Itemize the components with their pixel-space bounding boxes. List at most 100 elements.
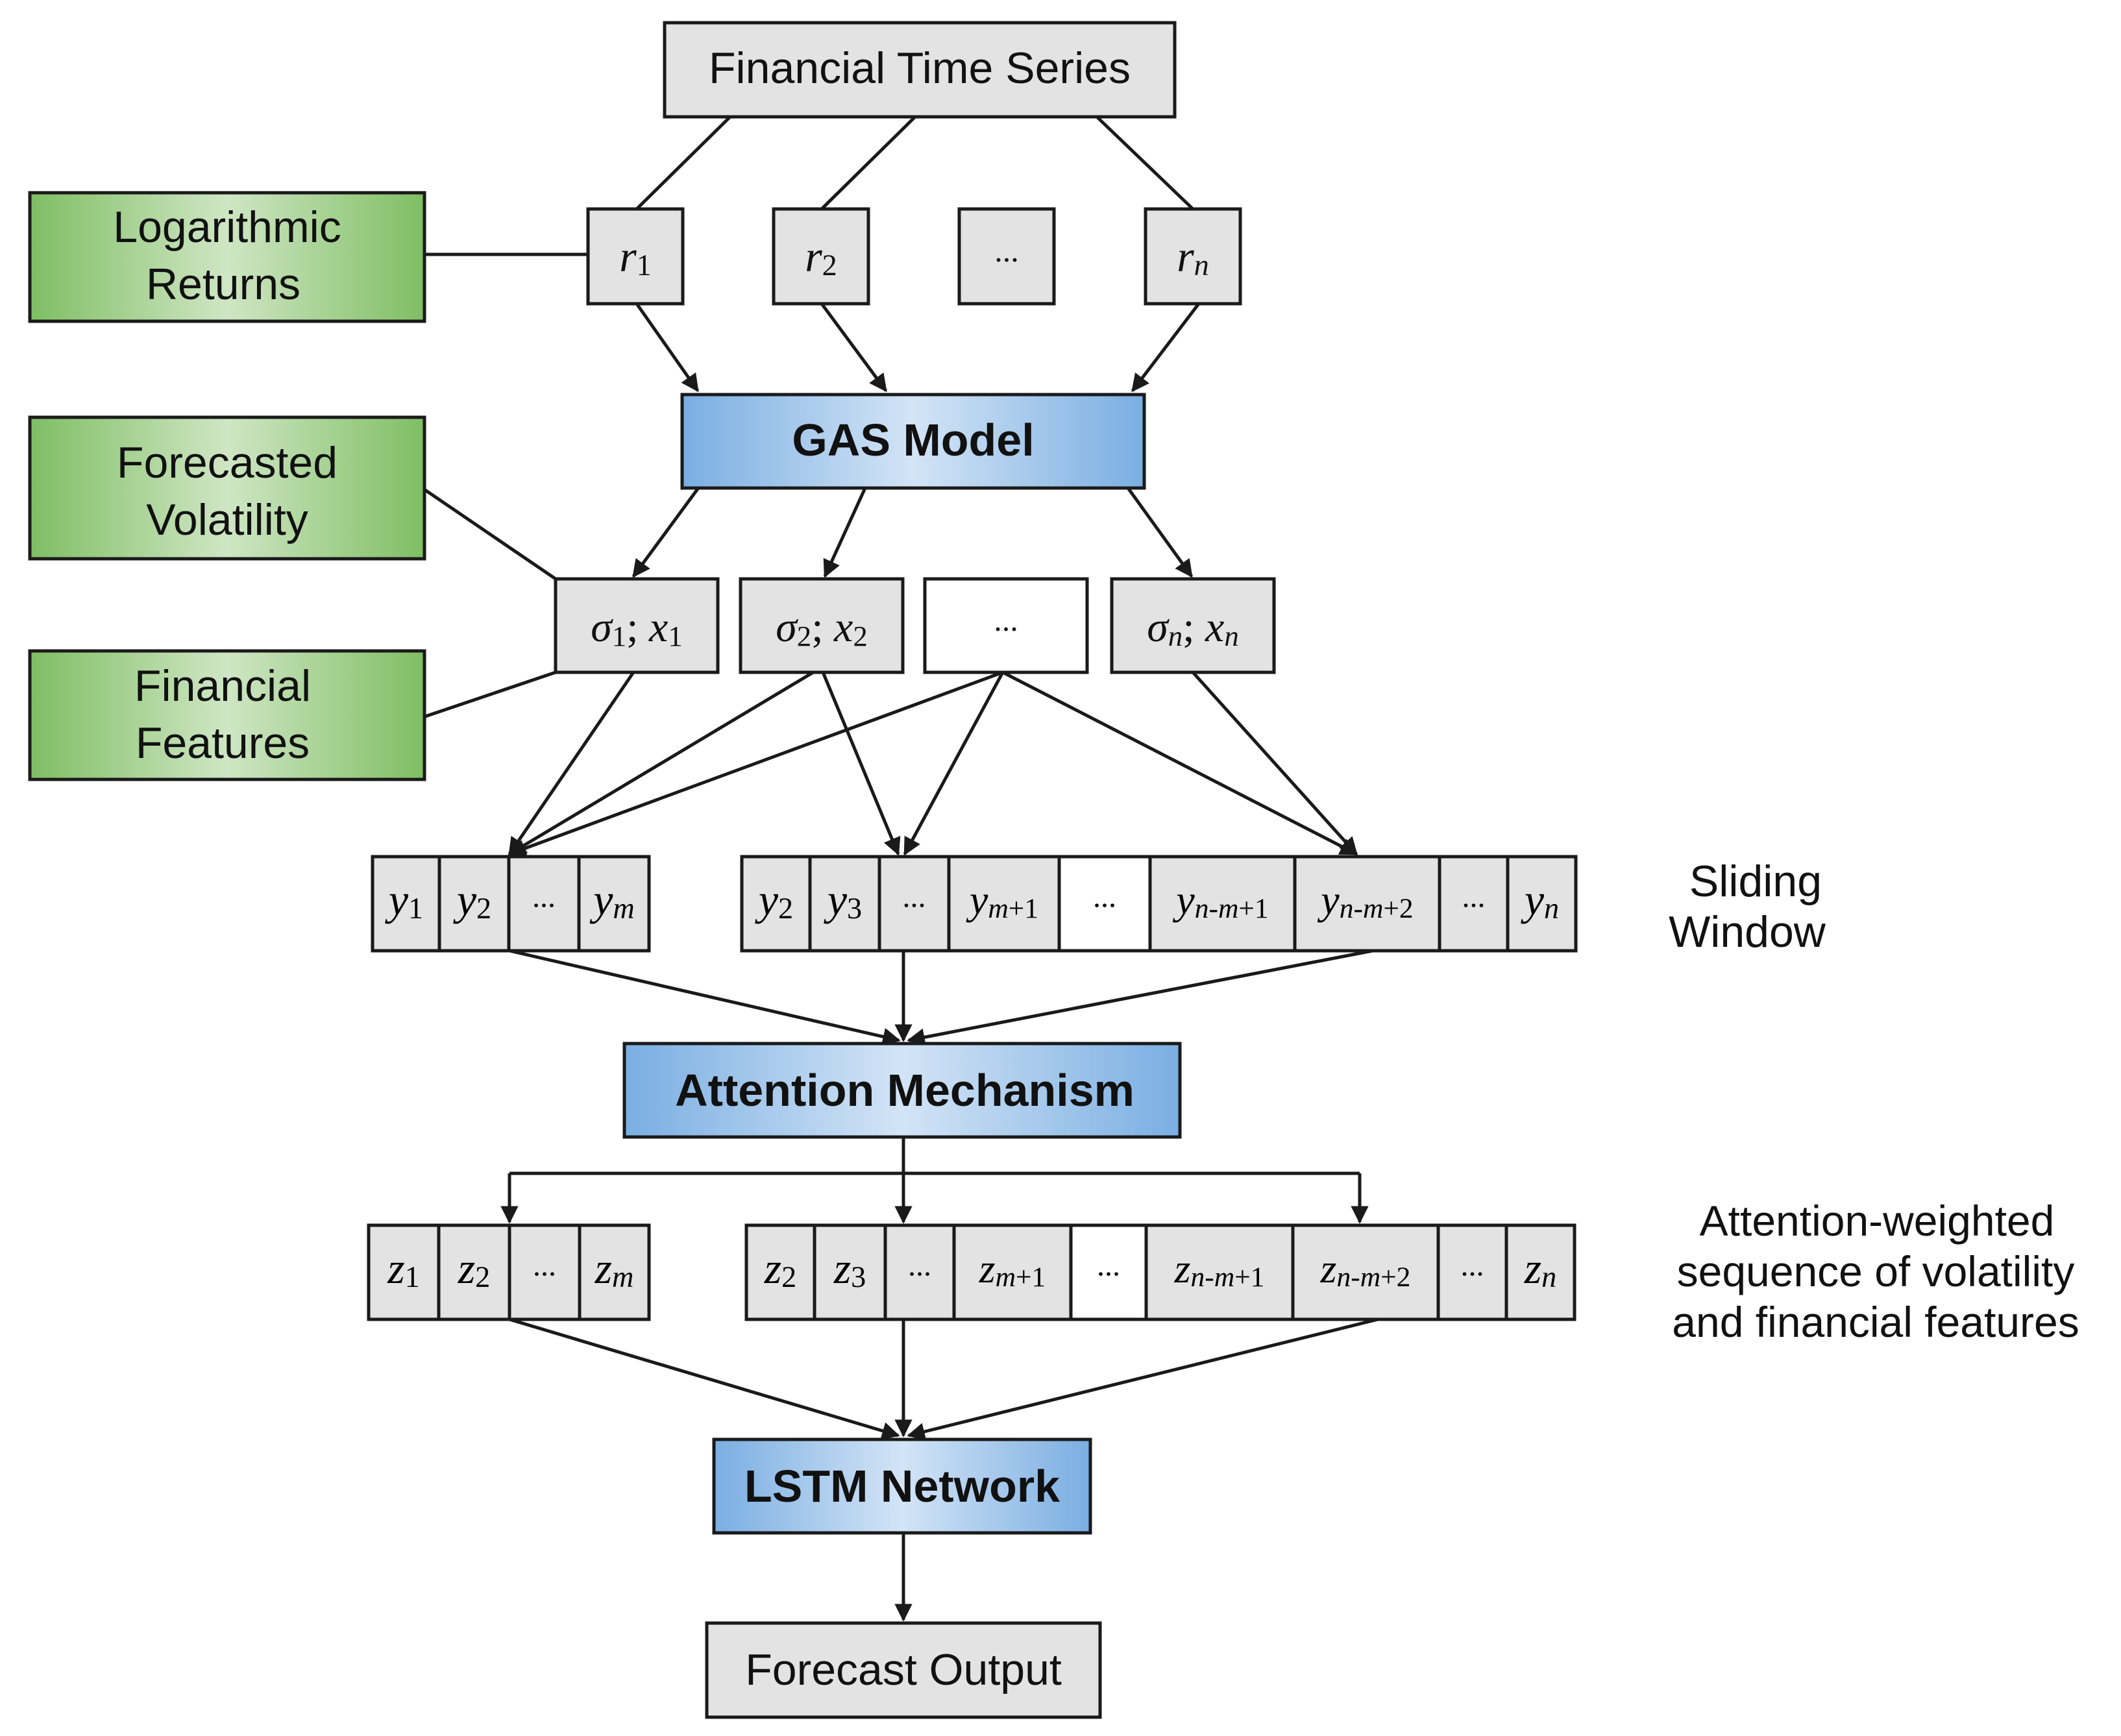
r-ellipsis: ...	[994, 232, 1019, 269]
sigma1-symbol: σ1; x1	[591, 604, 683, 653]
z-right-cell	[1144, 1223, 1295, 1321]
gas-model-box	[680, 393, 1146, 490]
arrow-s1-w1	[508, 671, 635, 856]
z-right-cell	[1291, 1223, 1440, 1321]
arrow-w1-att	[509, 949, 901, 1045]
z-right-symbol: zn	[1524, 1243, 1557, 1294]
link-series-r1	[635, 116, 731, 210]
arrow-r2-gas	[820, 302, 888, 393]
attention-mechanism-box	[622, 1042, 1182, 1139]
arrow-gas-s1	[631, 487, 700, 578]
z-right-cell	[1504, 1223, 1576, 1321]
arrow-s2-w2	[821, 672, 901, 856]
z-left-symbol: ...	[533, 1249, 556, 1283]
y-right-symbol: y3	[824, 875, 862, 925]
arrow-rn-gas	[1131, 302, 1200, 393]
financial-features-box	[28, 649, 426, 781]
gas-model-label: GAS Model	[792, 415, 1034, 465]
link-volatility	[424, 488, 557, 581]
z-right-cell	[813, 1223, 887, 1321]
z-left-cell	[437, 1223, 511, 1321]
y-right-symbol: yn	[1521, 875, 1559, 925]
z-left-cell	[367, 1223, 441, 1321]
z-right-symbol: z2	[764, 1243, 797, 1294]
arrow-sn-w3	[1192, 671, 1358, 856]
z-right-cell	[952, 1223, 1073, 1321]
arrow-gas-s2	[823, 487, 867, 578]
z-right-cell	[1069, 1223, 1148, 1321]
rn-symbol: rn	[1177, 232, 1209, 282]
arrow-gas-sn	[1126, 487, 1194, 578]
sliding-window-left: y1 y2... ym	[371, 855, 651, 953]
y-left-cell	[371, 855, 441, 953]
log-returns-box	[28, 191, 426, 323]
rn-cell	[1144, 207, 1242, 306]
y-right-symbol: ...	[903, 880, 926, 914]
r1-cell	[586, 207, 685, 306]
arrow-w3-att	[907, 949, 1373, 1046]
sigma-ellipsis-cell	[923, 577, 1089, 674]
weighted-label-2: sequence of volatility	[1677, 1247, 2075, 1295]
z-left-symbol: z2	[458, 1243, 491, 1294]
sigman-symbol: σn; xn	[1147, 604, 1239, 653]
financial-time-series-label: Financial Time Series	[709, 43, 1131, 93]
volatility-label-1: Forecasted	[117, 438, 337, 487]
z-right-symbol: zn-m+1	[1174, 1245, 1265, 1293]
log-returns-label-1: Logarithmic	[113, 202, 341, 252]
z-right-symbol: ...	[908, 1249, 931, 1283]
sliding-window-label-1: Sliding	[1689, 857, 1822, 906]
z-right-cell	[744, 1223, 816, 1321]
sigman-cell	[1110, 577, 1276, 674]
sigma2-cell	[739, 577, 905, 674]
y-left-cell	[577, 855, 651, 953]
z-left-cell	[578, 1223, 651, 1321]
y-right-symbol: yn-m+1	[1172, 877, 1268, 925]
z-right-symbol: ...	[1097, 1249, 1120, 1283]
z-left-cell	[508, 1223, 582, 1321]
y-left-symbol: y2	[453, 875, 491, 925]
r2-symbol: r2	[805, 232, 837, 282]
link-features	[424, 670, 556, 718]
y-right-cell	[1506, 855, 1578, 953]
attention-mechanism-label: Attention Mechanism	[675, 1065, 1134, 1116]
z-right-symbol: z3	[833, 1243, 866, 1294]
arrow-r1-gas	[635, 302, 700, 393]
lstm-network-label: LSTM Network	[744, 1461, 1060, 1511]
arrow-z3-lstm	[907, 1317, 1379, 1441]
z-left-symbol: zm	[595, 1243, 634, 1294]
y-left-cell	[507, 855, 581, 953]
arrow-z1-lstm	[509, 1317, 900, 1440]
y-right-cell	[947, 855, 1061, 953]
y-left-symbol: y1	[385, 875, 423, 925]
y-right-symbol: y2	[755, 875, 793, 925]
forecast-output-box	[705, 1621, 1102, 1719]
sigma2-symbol: σ2; x2	[776, 604, 868, 653]
link-series-r2	[820, 116, 916, 210]
volatility-label-2: Volatility	[146, 495, 308, 544]
link-series-rn	[1096, 116, 1194, 210]
financial-time-series-box	[663, 21, 1177, 119]
features-label-2: Features	[136, 718, 310, 768]
lstm-network-box	[712, 1437, 1092, 1535]
arrow-se-w3	[1001, 670, 1358, 856]
y-left-symbol: ...	[532, 880, 556, 914]
y-right-cell	[740, 855, 812, 953]
weighted-label-3: and financial features	[1672, 1298, 2079, 1346]
forecast-output-label: Forecast Output	[745, 1645, 1062, 1694]
arrow-se-w2	[903, 671, 1005, 856]
sigma1-cell	[554, 577, 720, 674]
y-right-symbol: yn-m+2	[1317, 877, 1413, 925]
z-right-symbol: zm+1	[979, 1245, 1046, 1293]
weighted-label-1: Attention-weighted	[1700, 1197, 2055, 1245]
sigma-ellipsis: ...	[994, 602, 1018, 638]
y-left-symbol: ym	[589, 875, 635, 925]
y-right-cell	[1438, 855, 1510, 953]
fan-left	[509, 1137, 905, 1175]
connectors	[424, 116, 1379, 1622]
y-right-cell	[1057, 855, 1152, 953]
y-right-symbol: ym+1	[966, 877, 1038, 925]
z-right-symbol: zn-m+2	[1320, 1245, 1411, 1293]
